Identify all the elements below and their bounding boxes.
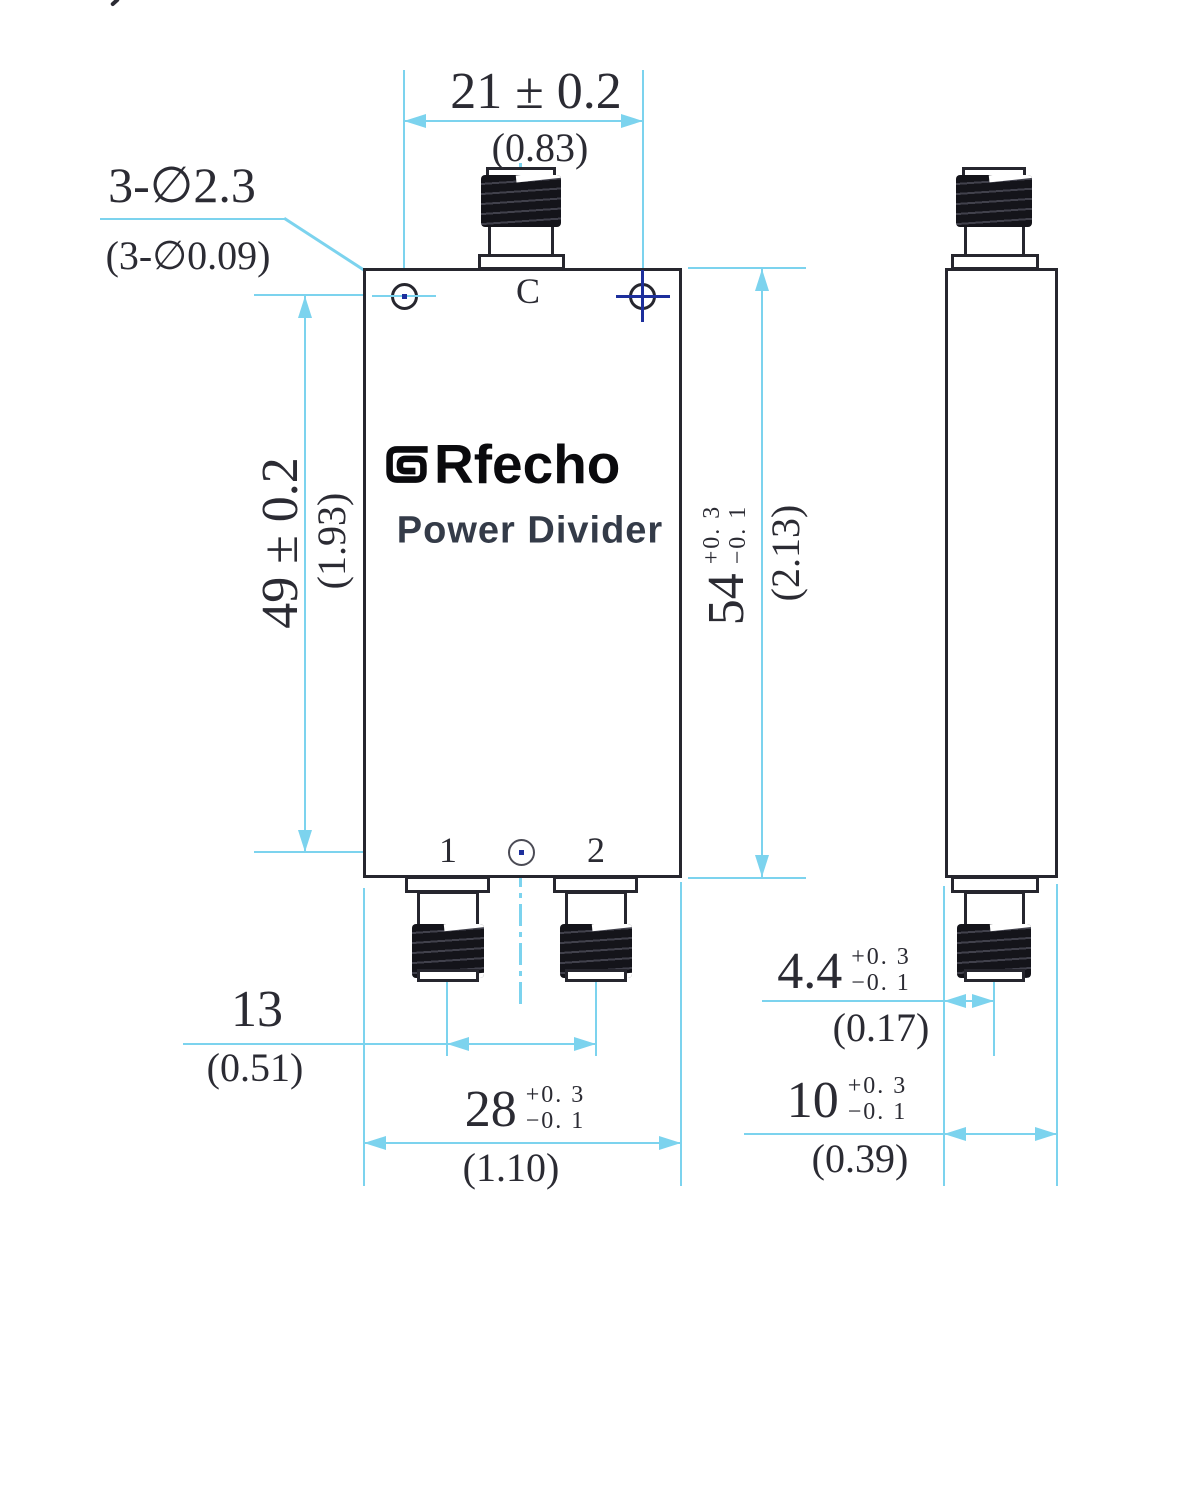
dimension-line: [183, 1043, 596, 1045]
dim-left-height: 49 ± 0.2: [252, 457, 309, 629]
sma-port1-neck: [417, 891, 479, 928]
port-label-1: 1: [439, 830, 457, 870]
dim-right-height: 54 +0. 3 −0. 1: [698, 505, 755, 626]
sma-port2-cap: [565, 969, 627, 982]
tolerance-plus: +0. 3: [525, 1082, 586, 1108]
port-label-2: 2: [587, 830, 605, 870]
dim-right-height-inch: (2.13): [763, 504, 808, 602]
dimension-line: [404, 120, 643, 122]
tolerance-stack: +0. 3 −0. 1: [848, 1073, 908, 1125]
extension-line: [688, 267, 806, 269]
extension-line: [595, 982, 597, 1056]
dimension-arrow: [447, 1037, 469, 1051]
extension-line: [993, 980, 995, 1056]
sma-top-neck: [488, 224, 554, 258]
brand-logo-icon: [383, 441, 430, 488]
product-subtitle: Power Divider: [396, 509, 664, 552]
leader-underline: [100, 218, 285, 220]
tolerance-stack: +0. 3 −0. 1: [526, 1082, 586, 1134]
glow: [506, 440, 534, 610]
hole-center-dot: [519, 850, 524, 855]
hole-crosshair-navy: [641, 270, 644, 322]
extension-line: [363, 888, 365, 1186]
stray-mark: [109, 0, 121, 7]
dimension-arrow: [1035, 1127, 1057, 1141]
dimension-line: [761, 269, 763, 877]
dim-side-offset: 4.4 +0. 3 −0. 1: [777, 943, 911, 1000]
side-sma-top-neck: [964, 224, 1025, 258]
dimension-arrow: [574, 1037, 596, 1051]
thread-highlight: [989, 924, 1031, 932]
side-sma-bottom-neck: [964, 891, 1025, 928]
dim-body-width: 28 +0. 3 −0. 1: [464, 1081, 586, 1138]
dimension-arrow: [404, 114, 426, 128]
sma-port1-cap: [417, 969, 479, 982]
dim-port-spacing-inch: (0.51): [206, 1045, 304, 1090]
dimension-line: [762, 1000, 994, 1002]
dim-left-height-inch: (1.93): [309, 492, 354, 590]
thread-highlight: [989, 175, 1032, 183]
dim-top-width: 21 ± 0.2: [450, 63, 622, 120]
dimension-arrow: [944, 994, 966, 1008]
tolerance-stack: +0. 3 −0. 1: [699, 505, 751, 565]
tolerance-minus: −0. 1: [847, 1099, 908, 1125]
mounting-hole-bottom: [508, 839, 535, 866]
dim-value: 28: [464, 1081, 517, 1138]
extension-line: [1056, 884, 1058, 1186]
dim-side-offset-inch: (0.17): [832, 1005, 930, 1050]
dimension-line: [364, 1142, 681, 1144]
dimension-arrow: [944, 1127, 966, 1141]
brand-name: Rfecho: [434, 433, 621, 495]
glow: [506, 690, 534, 840]
extension-line: [403, 70, 405, 327]
sma-port2-neck: [565, 891, 627, 928]
thread-highlight: [443, 924, 484, 932]
tolerance-minus: −0. 1: [851, 970, 911, 996]
hole-center-dot: [402, 294, 407, 299]
dimension-arrow: [659, 1136, 681, 1150]
dim-value: 4.4: [777, 943, 843, 1000]
thread-highlight: [591, 924, 632, 932]
extension-line: [688, 877, 806, 879]
extension-line: [943, 886, 945, 1186]
dim-value: 54: [698, 573, 755, 626]
port-label-c: C: [515, 271, 541, 311]
extension-line: [446, 982, 448, 1056]
dimension-arrow: [972, 994, 994, 1008]
extension-line: [254, 294, 436, 296]
tolerance-minus: −0. 1: [525, 1108, 586, 1134]
dim-port-spacing: 13: [231, 981, 283, 1038]
sma-top-threads: [481, 175, 561, 227]
tolerance-plus: +0. 3: [699, 504, 725, 565]
brand-logo: Rfecho: [383, 437, 620, 492]
tolerance-plus: +0. 3: [847, 1073, 908, 1099]
dim-body-width-inch: (1.10): [462, 1145, 560, 1190]
tolerance-minus: −0. 1: [725, 504, 751, 565]
extension-line: [642, 70, 644, 280]
dimension-line: [304, 296, 306, 852]
thread-highlight: [515, 175, 561, 183]
dimension-arrow: [298, 296, 312, 318]
dimension-arrow: [621, 114, 643, 128]
tolerance-stack: +0. 3 −0. 1: [851, 944, 911, 996]
dimension-arrow: [364, 1136, 386, 1150]
extension-line: [680, 882, 682, 1186]
dimension-line: [744, 1133, 1057, 1135]
dim-top-width-inch: (0.83): [491, 125, 589, 170]
dimension-arrow: [755, 269, 769, 291]
dim-value: 10: [786, 1072, 839, 1129]
dim-side-width: 10 +0. 3 −0. 1: [786, 1072, 908, 1129]
side-sma-top-threads: [956, 175, 1032, 227]
dim-side-width-inch: (0.39): [811, 1136, 909, 1181]
dimension-arrow: [298, 830, 312, 852]
dimension-arrow: [755, 855, 769, 877]
dim-holes-note: 3-∅2.3: [108, 157, 256, 213]
side-view-body: [945, 268, 1058, 878]
side-sma-bottom-cap: [964, 969, 1025, 982]
tolerance-plus: +0. 3: [851, 944, 911, 970]
dim-holes-note-inch: (3-∅0.09): [105, 233, 271, 278]
